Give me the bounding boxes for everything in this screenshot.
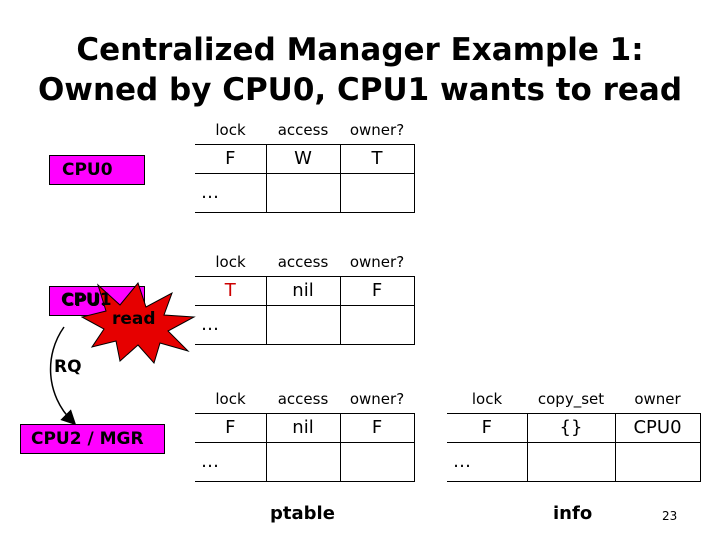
slide-title: Centralized Manager Example 1: Owned by … (0, 30, 720, 110)
empty-cell (614, 441, 701, 482)
cell-lock: T (195, 275, 267, 306)
cell-access: W (265, 143, 341, 174)
cell-lock: F (195, 143, 267, 174)
ellipsis: … (195, 172, 267, 213)
cell-owner: CPU0 (614, 412, 701, 443)
ptable-caption: ptable (270, 503, 335, 524)
header-access: access (266, 116, 340, 145)
cell-access: nil (265, 275, 341, 306)
cell-copy-set: {} (526, 412, 616, 443)
cpu2-mgr-node: CPU2 / MGR (20, 424, 165, 454)
cpu0-ptable: lock access owner? F W T … (195, 116, 415, 213)
header-lock: lock (195, 116, 266, 145)
cpu0-label: CPU0 (62, 160, 113, 180)
cpu2-mgr-label: CPU2 / MGR (31, 429, 144, 449)
cell-lock: F (195, 412, 267, 443)
empty-cell (339, 441, 415, 482)
ellipsis: … (447, 441, 528, 482)
cpu1-label: CPU1 (62, 291, 113, 311)
empty-cell (265, 304, 341, 345)
header-owner: owner? (340, 385, 414, 414)
cpu2-ptable: lock access owner? F nil F … (195, 385, 415, 482)
header-copy-set: copy_set (527, 385, 615, 414)
page-number: 23 (662, 509, 678, 523)
cell-owner: F (339, 275, 415, 306)
header-access: access (266, 248, 340, 277)
cell-lock: F (447, 412, 528, 443)
cell-access: nil (265, 412, 341, 443)
header-owner: owner (615, 385, 700, 414)
rq-arrow-icon (49, 326, 77, 426)
empty-cell (339, 172, 415, 213)
rq-label: RQ (54, 357, 82, 377)
empty-cell (526, 441, 616, 482)
title-line-1: Centralized Manager Example 1: (76, 32, 644, 68)
title-line-2: Owned by CPU0, CPU1 wants to read (37, 72, 683, 108)
cpu1-label-front: CPU1 (61, 290, 112, 310)
empty-cell (265, 441, 341, 482)
header-lock: lock (195, 248, 266, 277)
info-caption: info (553, 503, 593, 524)
mgr-info-table: lock copy_set owner F {} CPU0 … (447, 385, 701, 482)
ellipsis: … (195, 304, 267, 345)
cpu1-node-front: CPU1 (49, 286, 124, 316)
header-lock: lock (195, 385, 266, 414)
read-burst-icon (80, 281, 196, 365)
cell-owner: T (339, 143, 415, 174)
empty-cell (339, 304, 415, 345)
ellipsis: … (195, 441, 267, 482)
empty-cell (265, 172, 341, 213)
header-owner: owner? (340, 116, 414, 145)
cpu1-ptable: lock access owner? T nil F … (195, 248, 415, 345)
read-label: read (112, 309, 156, 329)
header-lock: lock (447, 385, 527, 414)
cpu0-node: CPU0 (49, 155, 145, 185)
header-access: access (266, 385, 340, 414)
header-owner: owner? (340, 248, 414, 277)
cell-owner: F (339, 412, 415, 443)
